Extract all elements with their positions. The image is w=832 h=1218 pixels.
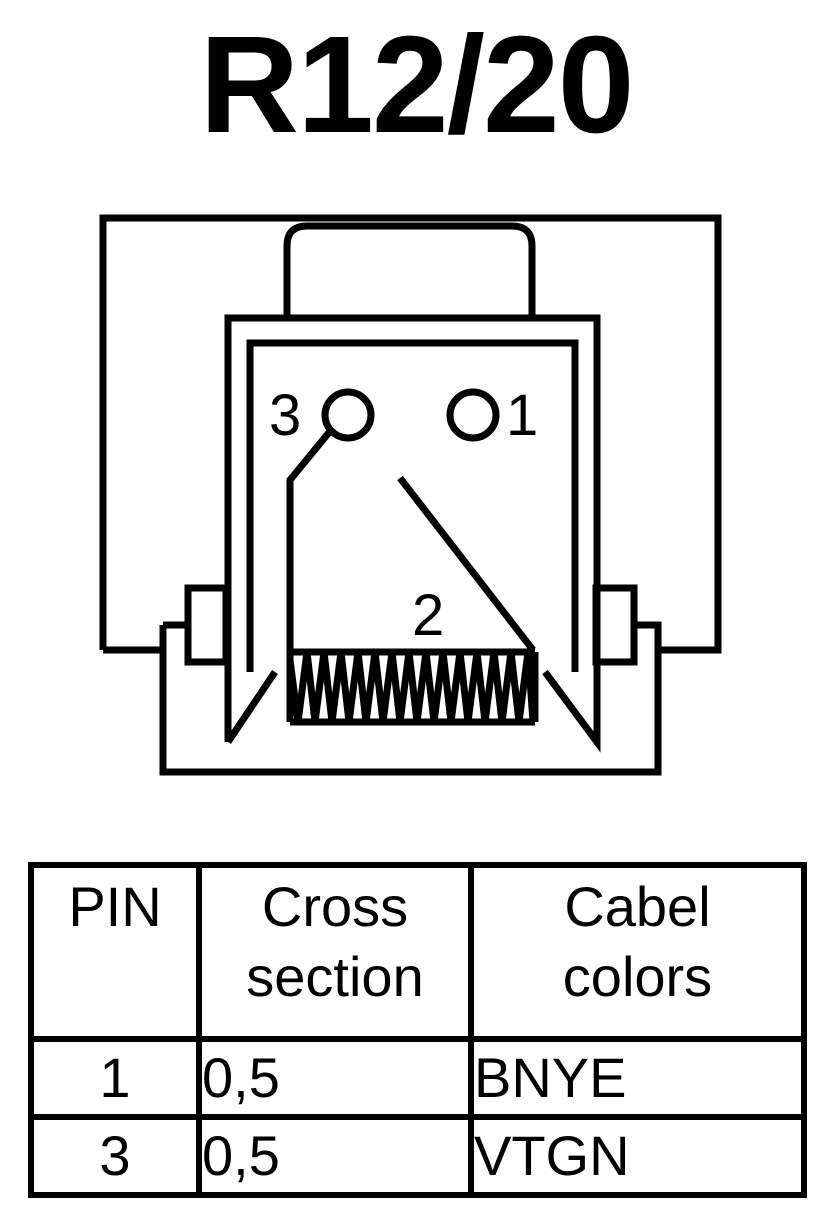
pin-3-circle bbox=[321, 388, 375, 442]
cell-cable-color: BNYE bbox=[468, 1036, 807, 1120]
cell-pin: 1 bbox=[28, 1036, 202, 1120]
insert-frame-outer-left-lip bbox=[225, 670, 278, 744]
cell-cross-section: 0,5 bbox=[196, 1114, 474, 1198]
table-row: 1 0,5 BNYE bbox=[28, 1036, 807, 1120]
connector-diagram: 3 1 2 bbox=[99, 214, 722, 776]
cell-cross-section: 0,5 bbox=[196, 1036, 474, 1120]
cell-cable-color: VTGN bbox=[468, 1114, 807, 1198]
pin-label-3: 3 bbox=[269, 383, 301, 448]
header-pin: PIN bbox=[28, 862, 202, 1042]
pin-1-circle bbox=[446, 388, 500, 442]
pin-label-2: 2 bbox=[412, 583, 444, 648]
spring-coil bbox=[286, 651, 537, 723]
base-plate bbox=[159, 621, 662, 776]
header-cross-section: Cross section bbox=[196, 862, 474, 1042]
left-latch bbox=[184, 584, 230, 666]
pin-label-1: 1 bbox=[506, 383, 538, 448]
pin-table: PIN Cross section Cabel colors 1 0,5 BNY… bbox=[28, 862, 807, 1198]
insert-frame-inner bbox=[246, 339, 579, 672]
table-header-row: PIN Cross section Cabel colors bbox=[28, 862, 807, 1042]
diagram-title: R12/20 bbox=[199, 8, 635, 162]
right-latch bbox=[592, 584, 638, 666]
header-cable-colors: Cabel colors bbox=[468, 862, 807, 1042]
pin-2-wire bbox=[397, 475, 536, 653]
cell-pin: 3 bbox=[28, 1114, 202, 1198]
pin-3-wire bbox=[286, 427, 334, 660]
top-cap bbox=[283, 222, 536, 318]
table-row: 3 0,5 VTGN bbox=[28, 1114, 807, 1198]
insert-frame-outer bbox=[224, 314, 601, 753]
housing-outline bbox=[99, 214, 722, 654]
